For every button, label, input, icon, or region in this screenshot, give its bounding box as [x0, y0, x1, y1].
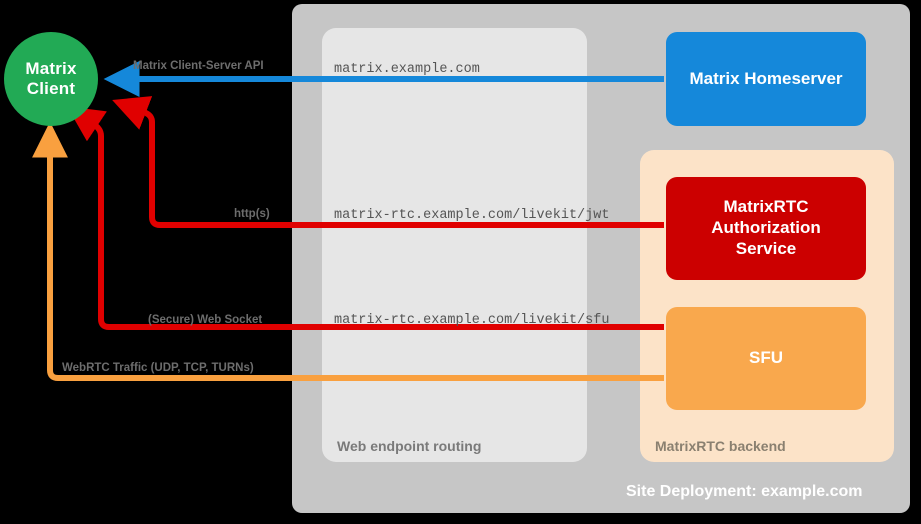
sfu-label: SFU	[749, 348, 783, 368]
edge-webrtc-traffic	[32, 121, 664, 381]
matrix-client-label-line1: Matrix	[25, 58, 77, 78]
node-sfu[interactable]: SFU	[666, 307, 866, 410]
edge-label-matrix-client-server-api: Matrix Client-Server API	[133, 60, 264, 72]
matrix-client-label-line2: Client	[26, 79, 76, 98]
node-matrixrtc-authorization-service[interactable]: MatrixRTC Authorization Service	[666, 177, 866, 280]
matrix-homeserver-label: Matrix Homeserver	[689, 68, 843, 88]
edge-label-http: http(s)	[234, 208, 270, 220]
endpoint-matrix-example-com: matrix.example.com	[334, 62, 480, 77]
edge-label-webrtc-traffic: WebRTC Traffic (UDP, TCP, TURNs)	[62, 362, 254, 374]
node-matrix-client[interactable]: Matrix Client	[4, 32, 98, 126]
endpoint-livekit-jwt: matrix-rtc.example.com/livekit/jwt	[334, 208, 610, 223]
edge-label-secure-web-socket: (Secure) Web Socket	[148, 314, 263, 326]
endpoint-livekit-sfu: matrix-rtc.example.com/livekit/sfu	[334, 313, 610, 328]
auth-service-label-line3: Service	[735, 238, 797, 258]
site-deployment-label: Site Deployment: example.com	[626, 483, 863, 500]
web-endpoint-routing-container	[322, 28, 587, 462]
web-endpoint-routing-label: Web endpoint routing	[337, 438, 482, 454]
node-matrix-homeserver[interactable]: Matrix Homeserver	[666, 32, 866, 126]
auth-service-label-line2: Authorization	[711, 218, 821, 238]
matrixrtc-backend-label: MatrixRTC backend	[655, 438, 786, 454]
auth-service-label-line1: MatrixRTC	[723, 197, 809, 217]
edge-http-jwt	[112, 96, 664, 228]
